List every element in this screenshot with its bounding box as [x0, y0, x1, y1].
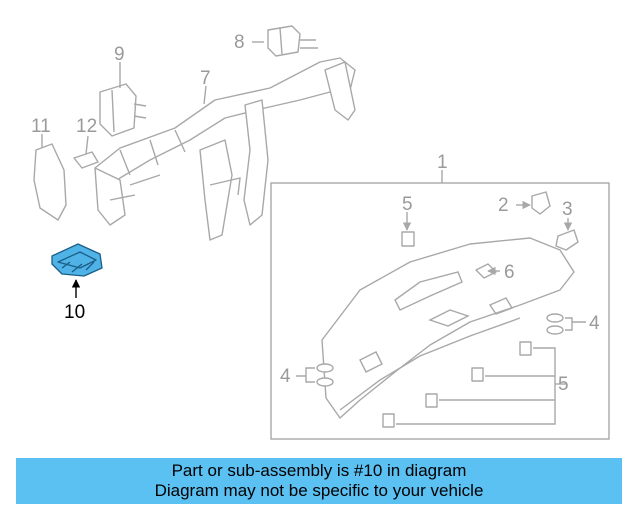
clip-part-12	[73, 151, 99, 169]
callout-4-left: 4	[280, 366, 291, 387]
side-panel-part-11	[33, 143, 67, 221]
banner-line-2: Diagram may not be specific to your vehi…	[154, 481, 484, 500]
callout-3: 3	[562, 199, 573, 220]
highlighted-part-10[interactable]	[51, 243, 103, 277]
callout-10: 10	[64, 302, 85, 323]
callout-11: 11	[31, 116, 51, 137]
bracket-part-3	[555, 229, 579, 251]
callout-2: 2	[498, 195, 509, 216]
cross-car-beam-part-7	[94, 57, 356, 241]
grommet-part-4-right	[546, 313, 564, 335]
callout-5-top: 5	[402, 194, 413, 215]
callout-9: 9	[114, 44, 125, 65]
bracket-part-9	[99, 83, 147, 137]
grommet-part-4-left	[316, 363, 334, 387]
callout-12: 12	[76, 116, 97, 137]
info-banner: Part or sub-assembly is #10 in diagram D…	[16, 458, 622, 504]
leader-lines	[41, 41, 586, 425]
callout-6: 6	[504, 262, 515, 283]
callout-1: 1	[437, 152, 448, 173]
instrument-panel-frame	[270, 182, 610, 440]
clip-part-2	[531, 191, 551, 215]
clip-part-5-top	[401, 231, 415, 247]
banner-line-1: Part or sub-assembly is #10 in diagram	[171, 461, 467, 480]
parts-diagram: 1 2 3 4 4 5 5 6 7 8 9 10 11 12	[31, 25, 610, 440]
callout-8: 8	[234, 32, 245, 53]
callout-5-bottom: 5	[558, 374, 569, 395]
clips-part-5-group	[382, 341, 532, 428]
bracket-part-8	[267, 25, 318, 57]
instrument-panel-part-1	[321, 237, 575, 419]
callout-4-right: 4	[589, 313, 600, 334]
callout-7: 7	[200, 68, 211, 89]
